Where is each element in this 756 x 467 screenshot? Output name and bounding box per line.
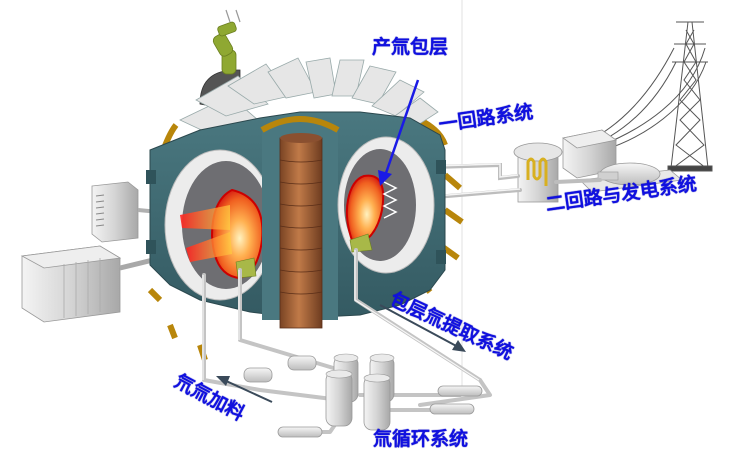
pumps bbox=[243, 355, 483, 438]
right-chamber bbox=[337, 136, 435, 274]
transformer bbox=[562, 129, 617, 179]
central-solenoid bbox=[260, 116, 340, 329]
flow-arrow-extraction bbox=[379, 304, 466, 352]
flow-arrow-fueling bbox=[216, 376, 273, 403]
blanket-coil bbox=[382, 181, 398, 219]
tritium-storage-tanks bbox=[325, 353, 395, 431]
turbine-generator bbox=[579, 162, 683, 193]
heating-beam-lower bbox=[186, 232, 232, 262]
coil-fins bbox=[179, 57, 439, 135]
heating-beam-upper bbox=[180, 205, 230, 230]
label-breeding-blanket: 产氚包层 bbox=[372, 36, 449, 58]
label-tritium-cycle: 氚循环系统 bbox=[373, 428, 469, 450]
heat-exchanger bbox=[513, 142, 563, 203]
left-chamber bbox=[164, 149, 276, 301]
blanket-pointer-arrow bbox=[378, 79, 420, 186]
